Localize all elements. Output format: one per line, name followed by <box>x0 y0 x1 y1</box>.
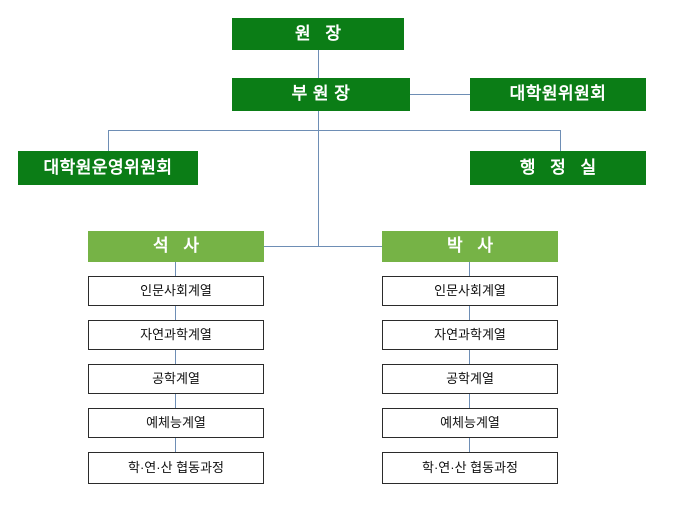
connector-masters-item-2 <box>175 306 176 320</box>
connector-masters-item-1 <box>175 262 176 276</box>
node-doctorate[interactable]: 박 사 <box>382 231 558 262</box>
connector-director-to-vice-director <box>318 49 319 79</box>
node-masters[interactable]: 석 사 <box>88 231 264 262</box>
connector-vice-director-trunk <box>318 110 319 247</box>
node-masters-item-4[interactable]: 예체능계열 <box>88 408 264 438</box>
node-vice-director[interactable]: 부 원 장 <box>232 78 410 111</box>
connector-masters-item-4 <box>175 394 176 408</box>
node-administration-office[interactable]: 행 정 실 <box>470 151 646 185</box>
connector-to-graduate-operating-committee <box>108 130 109 151</box>
node-doctorate-item-4[interactable]: 예체능계열 <box>382 408 558 438</box>
connector-to-administration-office <box>560 130 561 151</box>
node-masters-item-1[interactable]: 인문사회계열 <box>88 276 264 306</box>
connector-vice-director-to-graduate-committee <box>410 94 470 95</box>
node-doctorate-item-3[interactable]: 공학계열 <box>382 364 558 394</box>
node-graduate-committee[interactable]: 대학원위원회 <box>470 78 646 111</box>
node-doctorate-item-5[interactable]: 학·연·산 협동과정 <box>382 452 558 484</box>
connector-doctorate-item-5 <box>469 438 470 452</box>
node-doctorate-item-2[interactable]: 자연과학계열 <box>382 320 558 350</box>
connector-doctorate-item-3 <box>469 350 470 364</box>
node-masters-item-3[interactable]: 공학계열 <box>88 364 264 394</box>
connector-masters-to-doctorate <box>263 246 383 247</box>
connector-doctorate-item-1 <box>469 262 470 276</box>
connector-doctorate-item-2 <box>469 306 470 320</box>
node-masters-item-5[interactable]: 학·연·산 협동과정 <box>88 452 264 484</box>
connector-side-committee-bus <box>108 130 561 131</box>
node-director[interactable]: 원 장 <box>232 18 404 50</box>
connector-masters-item-3 <box>175 350 176 364</box>
node-masters-item-2[interactable]: 자연과학계열 <box>88 320 264 350</box>
connector-masters-item-5 <box>175 438 176 452</box>
connector-doctorate-item-4 <box>469 394 470 408</box>
node-doctorate-item-1[interactable]: 인문사회계열 <box>382 276 558 306</box>
node-graduate-operating-committee[interactable]: 대학원운영위원회 <box>18 151 198 185</box>
